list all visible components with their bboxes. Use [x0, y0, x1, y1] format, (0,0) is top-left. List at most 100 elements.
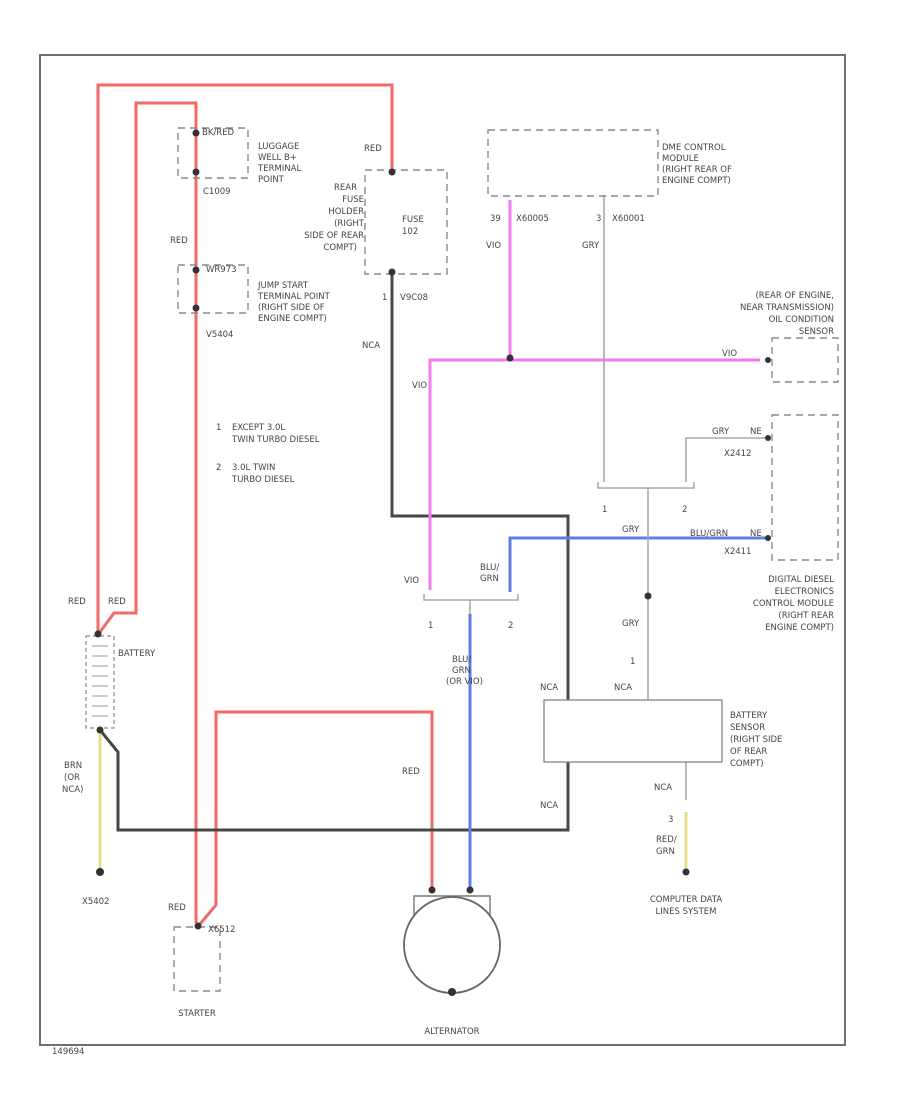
- dde-conn-b: X2411: [724, 547, 751, 557]
- fuse-holder-conn: V9C08: [400, 293, 428, 303]
- wire-color-red: RED: [68, 597, 86, 607]
- wire-color-nca: NCA: [614, 683, 632, 693]
- wire-color-gry: GRY: [622, 619, 640, 629]
- wire-color-blugrn-or-vio: GRN: [452, 666, 471, 676]
- jump-start-label: JUMP START: [257, 281, 309, 291]
- wire-color-blugrn: BLU/: [480, 563, 499, 573]
- terminal-dot: [428, 886, 436, 894]
- dme-pin-a: 39: [490, 214, 501, 224]
- fuse-holder-label: HOLDER: [328, 207, 364, 217]
- wire-color-red: RED: [168, 903, 186, 913]
- oil-sensor-label: OIL CONDITION: [769, 315, 834, 325]
- splice-dot: [644, 592, 652, 600]
- note-text: 3.0L TWIN: [232, 463, 275, 473]
- luggage-well-label: TERMINAL: [257, 164, 301, 174]
- dme-pin-b: 3: [596, 214, 601, 224]
- terminal-dot: [388, 268, 396, 276]
- splice-pin-1: 1: [602, 505, 607, 515]
- ground-dot: [96, 868, 104, 876]
- luggage-well-conn: C1009: [203, 187, 231, 197]
- wire-color-gry: GRY: [712, 427, 730, 437]
- ground-label: X5402: [82, 897, 109, 907]
- note-number: 1: [216, 423, 221, 433]
- rear-fuse-holder-box: [364, 169, 448, 275]
- battery-label: BATTERY: [118, 649, 156, 659]
- note-number: 2: [216, 463, 221, 473]
- starter-conn: X6512: [208, 925, 235, 935]
- oil-sensor-label: (REAR OF ENGINE,: [755, 291, 834, 301]
- splice-connector-alt: [423, 594, 519, 614]
- terminal-dot: [388, 168, 396, 176]
- dme-label: (RIGHT REAR OF: [662, 165, 732, 175]
- wire-color-redgrn: GRN: [656, 847, 675, 857]
- splice-pin-2: 2: [682, 505, 687, 515]
- dde-pin-b: NE: [750, 529, 762, 539]
- fuse-holder-label: COMPT): [323, 243, 357, 253]
- wire-color-nca: NCA: [540, 683, 558, 693]
- terminal-dot: [448, 988, 456, 996]
- battery-sensor-label: (RIGHT SIDE: [730, 735, 782, 745]
- wire-color-nca: NCA: [654, 783, 672, 793]
- dde-label: (RIGHT REAR: [778, 611, 834, 621]
- dde-conn-a: X2412: [724, 449, 751, 459]
- battery-sensor-label: COMPT): [730, 759, 764, 769]
- dme-control-module-box: [487, 129, 659, 197]
- battery-symbol: [85, 635, 115, 729]
- battery-sensor-label: SENSOR: [730, 723, 765, 733]
- luggage-well-label: POINT: [258, 175, 285, 185]
- fuse-holder-pin: 1: [382, 293, 387, 303]
- dme-conn-b: X60001: [612, 214, 645, 224]
- fuse-holder-label: REAR: [334, 183, 357, 193]
- battery-sensor-box: [543, 699, 723, 763]
- wire-color-red: RED: [364, 144, 382, 154]
- terminal-dot: [192, 266, 200, 274]
- computer-data-label: COMPUTER DATA: [650, 895, 723, 905]
- battery-sensor-label: OF REAR: [730, 747, 767, 757]
- wire-color-blugrn-or-vio: (OR VIO): [446, 677, 483, 687]
- wire-red-battery-to-fuse: [96, 83, 394, 632]
- dde-label: DIGITAL DIESEL: [768, 575, 834, 585]
- alternator-symbol: [403, 895, 501, 994]
- dme-label: DME CONTROL: [662, 143, 726, 153]
- terminal-dot: [192, 129, 200, 137]
- fuse-holder-label: SIDE OF REAR: [304, 231, 364, 241]
- wire-color-blugrn: GRN: [480, 574, 499, 584]
- jump-start-label: ENGINE COMPT): [258, 314, 327, 324]
- wire-black-sensor-to-battery: [98, 729, 570, 832]
- fuse-label: 102: [402, 227, 418, 237]
- dme-label: ENGINE COMPT): [662, 176, 731, 186]
- computer-data-pin: 3: [668, 815, 673, 825]
- wire-color-gry: GRY: [582, 241, 600, 251]
- terminal-dot: [765, 435, 771, 441]
- terminal-dot: [194, 922, 202, 930]
- dde-label: ENGINE COMPT): [765, 623, 834, 633]
- splice-pin-2: 2: [508, 621, 513, 631]
- wire-color-vio: VIO: [486, 241, 501, 251]
- battery-sensor-label: BATTERY: [730, 711, 768, 721]
- note-text: TWIN TURBO DIESEL: [231, 435, 320, 445]
- battery-sensor-pin: 1: [630, 657, 635, 667]
- terminal-dot: [96, 726, 104, 734]
- wire-gray-dde: [685, 437, 768, 482]
- jump-start-label: (RIGHT SIDE OF: [258, 303, 325, 313]
- wire-color-brn: NCA): [62, 785, 83, 795]
- wire-color-blugrn-or-vio: BLU/: [452, 655, 471, 665]
- starter-label: STARTER: [178, 1009, 216, 1019]
- dde-label: CONTROL MODULE: [753, 599, 834, 609]
- terminal-dot: [192, 168, 200, 176]
- luggage-well-label: WELL B+: [258, 153, 297, 163]
- wire-color-red: RED: [108, 597, 126, 607]
- splice-connector-dme: [597, 482, 695, 492]
- wire-color-red: RED: [402, 767, 420, 777]
- diagram-id: 149694: [52, 1047, 84, 1057]
- wire-color-brn: BRN: [64, 761, 82, 771]
- luggage-well-label: LUGGAGE: [258, 142, 299, 152]
- fuse-label: FUSE: [402, 215, 424, 225]
- terminal-dot: [765, 535, 771, 541]
- jump-start-pin: WR973: [206, 265, 237, 275]
- computer-data-label: LINES SYSTEM: [656, 907, 717, 917]
- wire-color-nca: NCA: [362, 341, 380, 351]
- starter-box: [173, 926, 221, 992]
- wire-red-starter-lead: [198, 710, 434, 925]
